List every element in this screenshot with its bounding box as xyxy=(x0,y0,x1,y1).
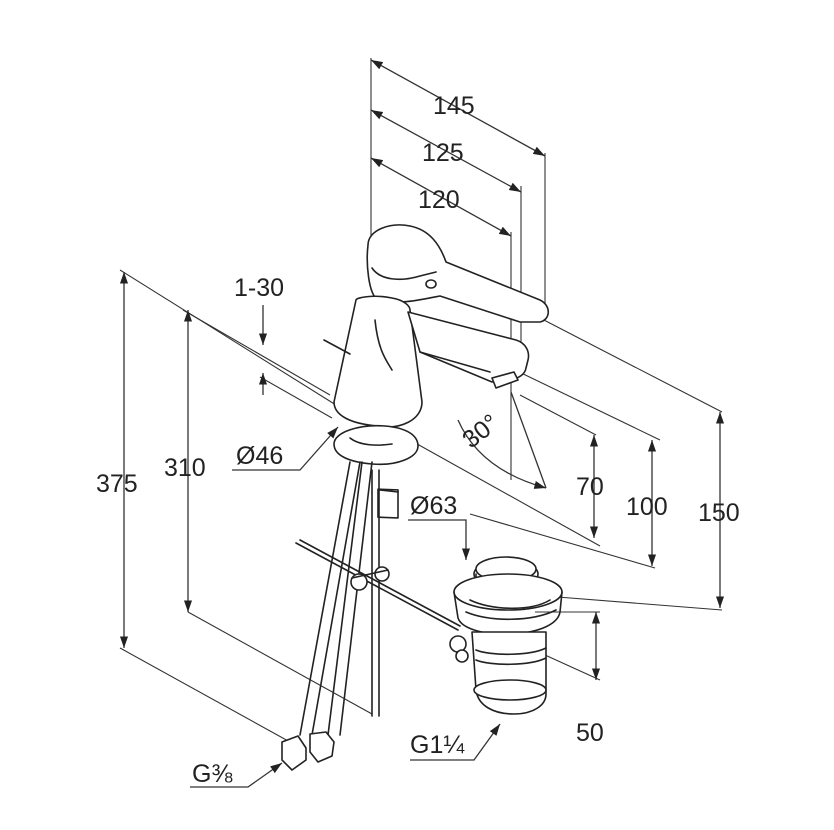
dim-diameter-46: Ø46 xyxy=(236,442,283,470)
dim-125: 125 xyxy=(422,139,464,167)
dim-120: 120 xyxy=(418,186,460,214)
dim-1-30: 1-30 xyxy=(234,274,284,302)
thread-g3-8: G⅜ xyxy=(192,760,232,788)
dim-70: 70 xyxy=(576,473,604,501)
dim-310: 310 xyxy=(164,454,206,482)
dimension-lines xyxy=(119,59,725,788)
dim-375: 375 xyxy=(96,470,138,498)
extension-lines xyxy=(119,58,723,743)
dimension-labels: 145 125 120 1-30 Ø46 375 310 30° 70 100 … xyxy=(96,92,740,788)
dim-50: 50 xyxy=(576,719,604,747)
dim-diameter-63: Ø63 xyxy=(410,492,457,520)
waste-valve xyxy=(449,556,563,715)
dim-145: 145 xyxy=(433,92,475,120)
dim-150: 150 xyxy=(698,499,740,527)
dim-100: 100 xyxy=(626,493,668,521)
dim-angle-30: 30° xyxy=(457,409,504,454)
faucet-body xyxy=(281,224,550,771)
thread-g1-1-4: G1¼ xyxy=(410,731,465,759)
